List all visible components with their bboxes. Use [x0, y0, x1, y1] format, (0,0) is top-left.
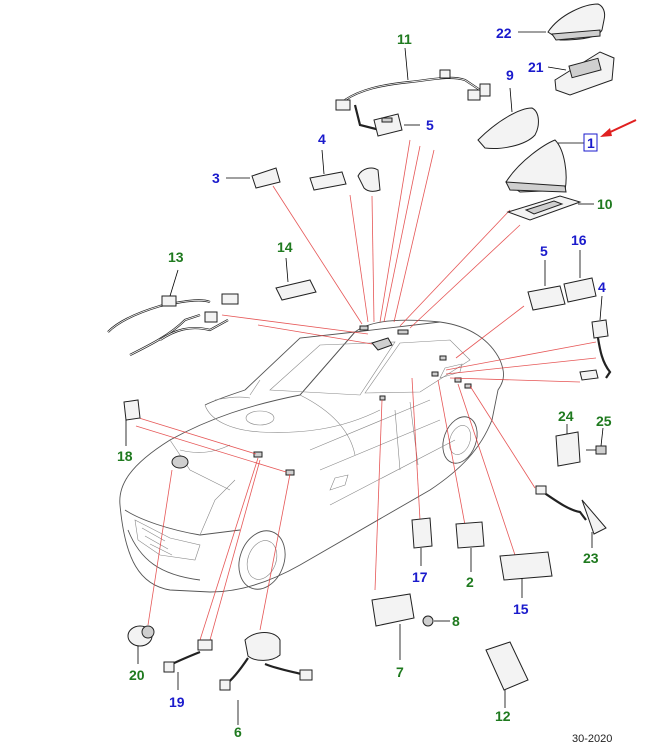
part-23-antenna-cable	[535, 485, 607, 548]
label-part-3[interactable]: 3	[212, 170, 220, 186]
car-illustration	[119, 319, 504, 593]
part-22-antenna-cover	[518, 3, 606, 41]
part-16-module	[563, 250, 597, 303]
label-part-24[interactable]: 24	[558, 408, 574, 424]
part-19-harness	[163, 639, 213, 690]
label-part-9[interactable]: 9	[506, 67, 514, 83]
label-part-4-top[interactable]: 4	[318, 131, 326, 147]
part-5-module-top	[373, 113, 420, 137]
part-25-bolt	[586, 427, 607, 455]
label-part-4-right[interactable]: 4	[598, 279, 606, 295]
label-part-22[interactable]: 22	[496, 25, 512, 41]
part-1-shark-fin-antenna	[505, 139, 584, 193]
label-part-12[interactable]: 12	[495, 708, 511, 724]
label-part-25[interactable]: 25	[596, 413, 612, 429]
part-2-module	[455, 521, 485, 572]
label-part-6[interactable]: 6	[234, 724, 242, 740]
part-20-speaker	[127, 625, 155, 664]
label-part-2[interactable]: 2	[466, 574, 474, 590]
part-13-harness	[107, 269, 239, 356]
part-12-pad	[485, 641, 529, 708]
label-part-21[interactable]: 21	[528, 59, 544, 75]
part-11-harness	[335, 47, 491, 132]
label-part-18[interactable]: 18	[117, 448, 133, 464]
label-1-box	[583, 133, 598, 152]
label-part-14[interactable]: 14	[277, 239, 293, 255]
label-part-5-right[interactable]: 5	[540, 243, 548, 259]
label-part-16[interactable]: 16	[571, 232, 587, 248]
part-labels: 1 2 3 4 4 5 5 6 7 8 9 10 11 12 13 14 15 …	[117, 25, 613, 740]
part-8-screw	[422, 615, 450, 627]
part-5-module-right	[527, 260, 566, 311]
part-24-bracket	[555, 424, 581, 467]
label-part-11[interactable]: 11	[397, 31, 412, 47]
part-10-gasket	[506, 195, 594, 221]
label-part-17[interactable]: 17	[412, 569, 428, 585]
part-17-module	[411, 517, 433, 566]
label-part-1[interactable]: 1	[587, 135, 595, 151]
part-15-module	[499, 551, 553, 598]
part-6-antenna-module	[219, 632, 313, 725]
highlight-arrow	[600, 119, 637, 137]
label-part-15[interactable]: 15	[513, 601, 529, 617]
part-4-module-top	[309, 149, 381, 192]
footer-code: 30-2020	[572, 733, 612, 745]
label-part-23[interactable]: 23	[583, 550, 599, 566]
label-part-13[interactable]: 13	[168, 249, 184, 265]
part-3-module	[226, 167, 281, 189]
label-part-10[interactable]: 10	[597, 196, 613, 212]
label-part-20[interactable]: 20	[129, 667, 145, 683]
label-part-19[interactable]: 19	[169, 694, 185, 710]
label-part-8[interactable]: 8	[452, 613, 460, 629]
part-21-antenna-base	[547, 51, 615, 96]
label-part-5-top[interactable]: 5	[426, 117, 434, 133]
part-7-module	[371, 593, 415, 660]
callout-lines	[135, 139, 597, 641]
part-18-sensor	[123, 399, 141, 446]
part-9-antenna-shell	[477, 87, 539, 149]
part-14-module	[275, 257, 317, 301]
part-4-cable-right	[579, 295, 612, 381]
label-part-7[interactable]: 7	[396, 664, 404, 680]
